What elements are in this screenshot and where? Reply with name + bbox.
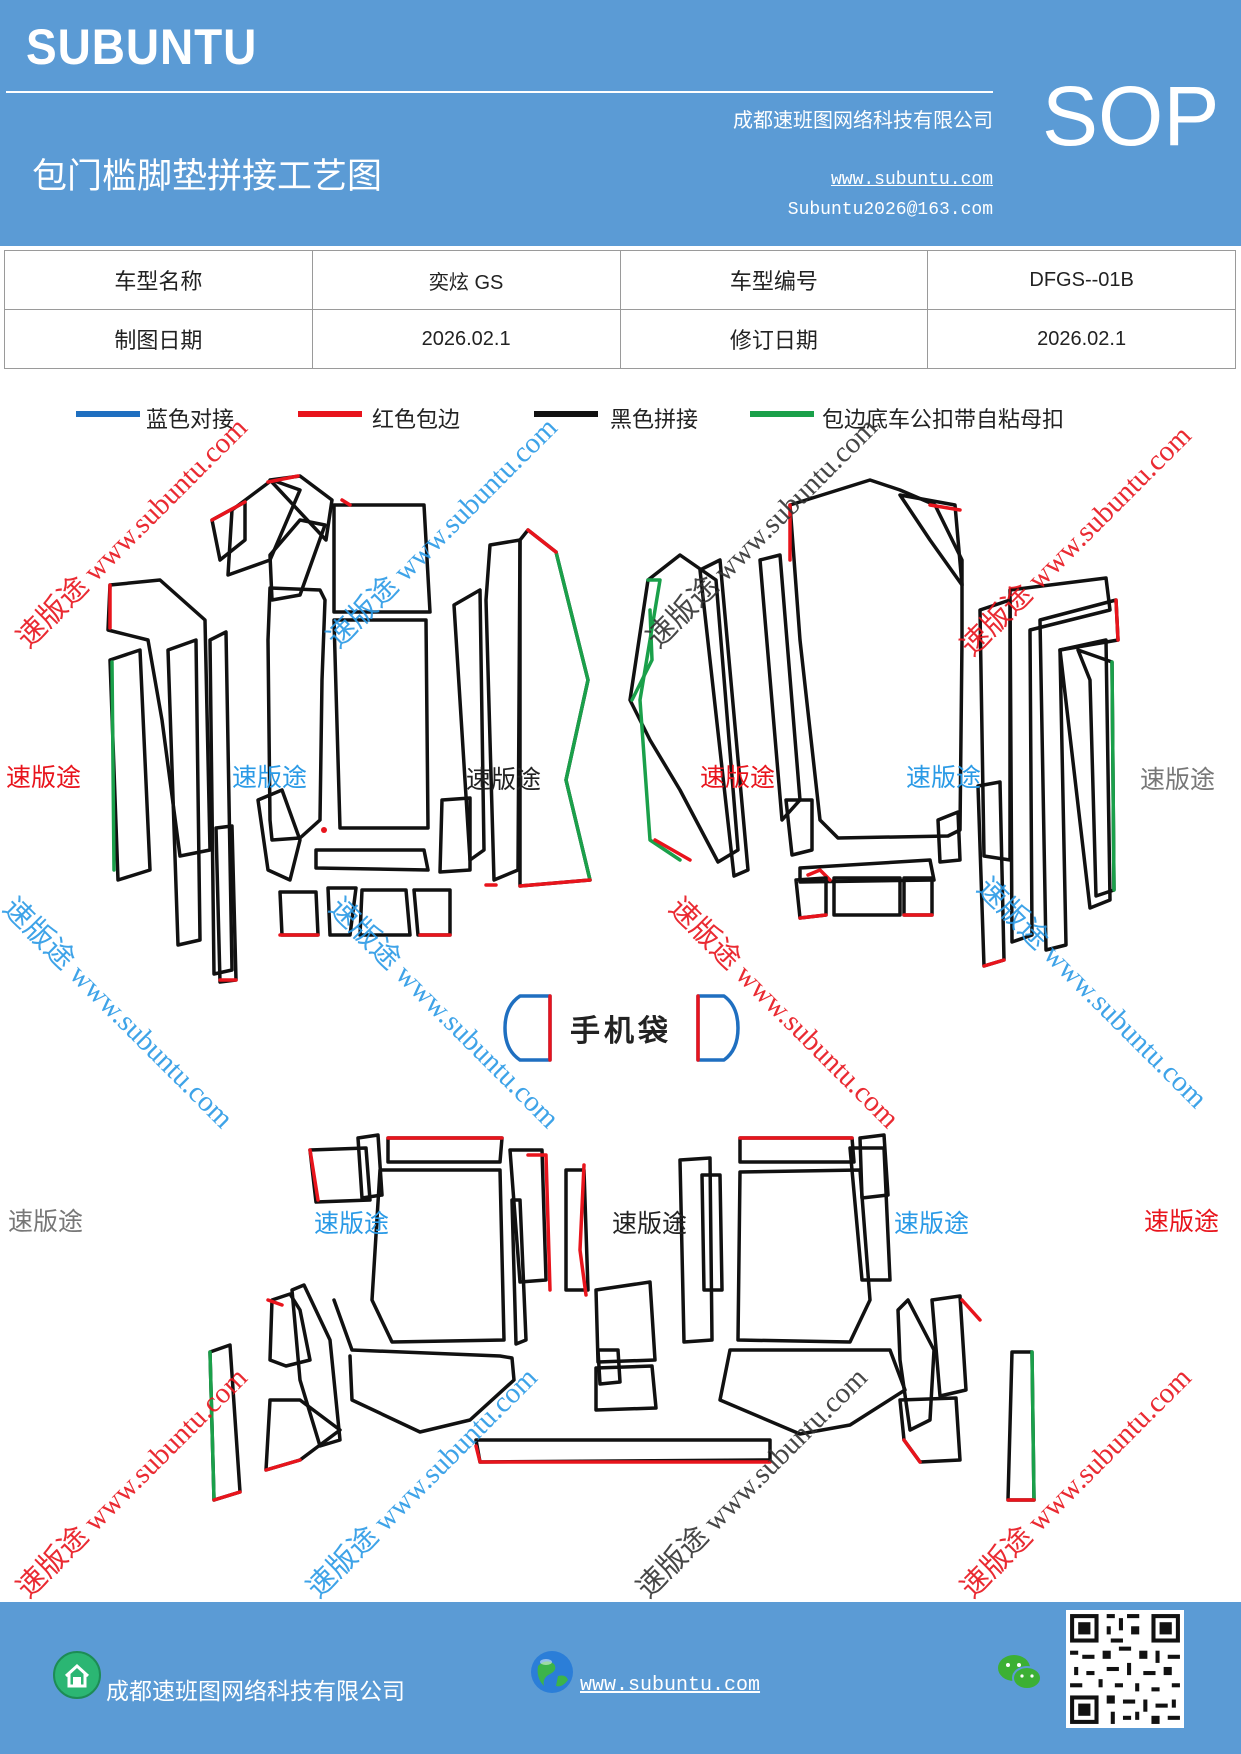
table-cell: 2026.02.1: [927, 309, 1236, 369]
legend-item-black: 黑色拼接: [534, 402, 734, 442]
footer-website-link[interactable]: www.subuntu.com: [580, 1674, 761, 1697]
qr-code: [1066, 1610, 1184, 1728]
table-cell: 修订日期: [619, 309, 929, 369]
legend-label: 黑色拼接: [610, 408, 699, 433]
legend-swatch: [750, 411, 814, 417]
watermark-brand: 速版途: [6, 763, 82, 792]
wechat-icon: [998, 1655, 1042, 1690]
header-divider: [6, 91, 993, 93]
watermark-brand: 速版途: [906, 763, 982, 792]
document-title: 包门槛脚垫拼接工艺图: [32, 157, 383, 197]
table-row: 制图日期 2026.02.1 修订日期 2026.02.1: [4, 309, 1236, 369]
phone-bag-label: 手机袋: [570, 1014, 672, 1049]
legend-label: 蓝色对接: [146, 408, 235, 433]
watermark-brand: 速版途: [1140, 765, 1216, 794]
table-cell: 车型名称: [4, 250, 313, 310]
table-cell: 制图日期: [4, 309, 313, 369]
header-website-link[interactable]: www.subuntu.com: [830, 170, 993, 190]
watermark-brand: 速版途: [700, 763, 776, 792]
legend-swatch: [298, 411, 362, 417]
legend-item-red: 红色包边: [298, 402, 498, 442]
watermark-brand: 速版途: [1144, 1207, 1220, 1236]
brand-logo: SUBUNTU: [26, 19, 258, 75]
globe-icon: [531, 1651, 573, 1693]
legend-label: 红色包边: [372, 408, 461, 433]
legend-swatch: [534, 411, 598, 417]
rear-pattern: [208, 1133, 1036, 1502]
legend-label: 包边底车公扣带自粘母扣: [822, 408, 1065, 433]
header-banner: [0, 0, 1241, 246]
front-left-pattern: [106, 474, 592, 984]
legend-item-blue: 蓝色对接: [76, 402, 276, 442]
watermark-brand: 速版途: [612, 1209, 688, 1238]
table-cell: 2026.02.1: [311, 309, 621, 369]
table-row: 车型名称 奕炫 GS 车型编号 DFGS--01B: [4, 250, 1236, 310]
table-cell: 车型编号: [619, 250, 929, 310]
watermark-brand: 速版途: [894, 1209, 970, 1238]
header-company: 成都速班图网络科技有限公司: [733, 108, 993, 132]
phone-bag-pieces: [503, 994, 740, 1062]
header-email: Subuntu2026@163.com: [787, 200, 993, 220]
vehicle-info-table: 车型名称 奕炫 GS 车型编号 DFGS--01B 制图日期 2026.02.1…: [4, 250, 1236, 369]
sop-badge: SOP: [1042, 69, 1220, 163]
footer-company: 成都速班图网络科技有限公司: [106, 1679, 405, 1705]
legend-item-green: 包边底车公扣带自粘母扣: [750, 402, 1150, 442]
table-cell: DFGS--01B: [927, 250, 1236, 310]
table-cell: 奕炫 GS: [311, 250, 621, 310]
watermark-brand: 速版途: [466, 765, 542, 794]
watermark-brand: 速版途: [314, 1209, 390, 1238]
qr-code-pattern: [1066, 1610, 1184, 1728]
house-badge-icon: [53, 1651, 101, 1699]
watermark-brand: 速版途: [232, 763, 308, 792]
watermark-brand: 速版途: [8, 1207, 84, 1236]
legend-swatch: [76, 411, 140, 417]
front-right-pattern: [628, 478, 1120, 968]
